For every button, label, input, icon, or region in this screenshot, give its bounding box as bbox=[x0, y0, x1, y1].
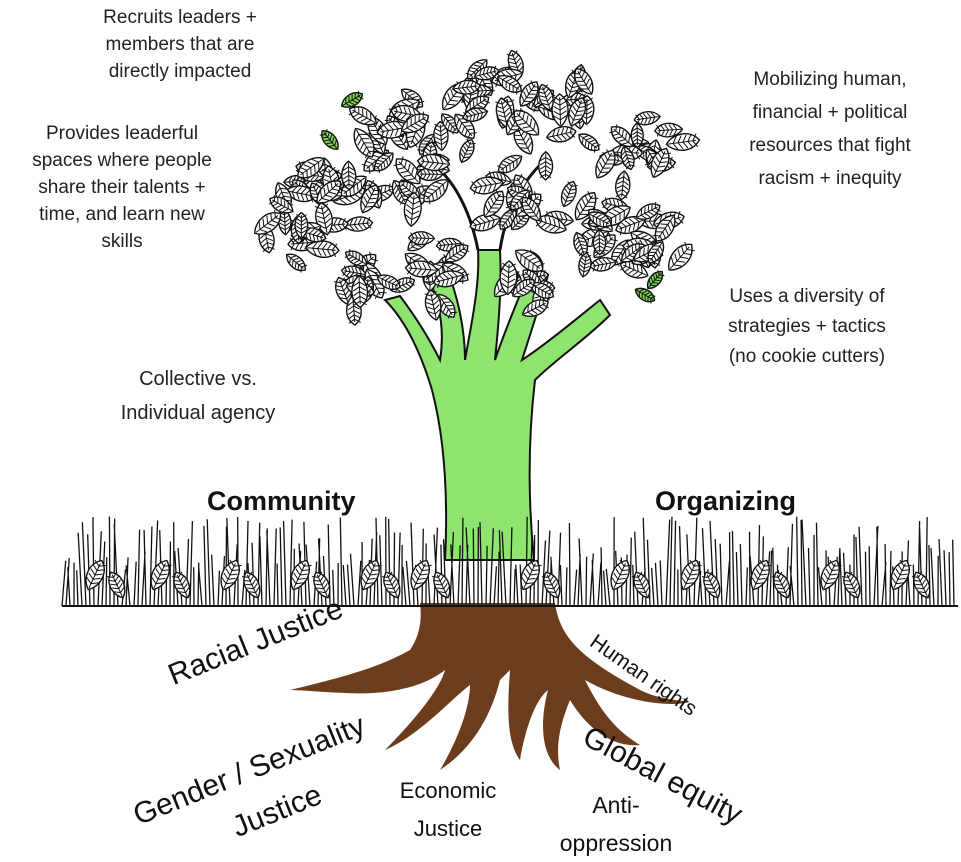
label-diversity-line2: strategies + tactics bbox=[687, 312, 927, 342]
label-diversity-line3: (no cookie cutters) bbox=[687, 342, 927, 372]
label-recruits-line1: Recruits leaders + bbox=[60, 4, 300, 31]
leaf bbox=[575, 130, 602, 155]
leaf bbox=[283, 250, 309, 274]
root-economic-justice: Economic Justice bbox=[378, 772, 518, 848]
root-anti-line1: Anti- bbox=[546, 786, 686, 824]
label-recruits-line2: members that are bbox=[60, 31, 300, 58]
leaf bbox=[406, 557, 434, 593]
label-leaderful-line2: spaces where people bbox=[2, 147, 242, 174]
canopy-leaves bbox=[250, 48, 701, 325]
leaf bbox=[545, 124, 577, 145]
leaf bbox=[380, 569, 404, 600]
leaf bbox=[318, 127, 342, 153]
leaf bbox=[558, 179, 580, 209]
trunk bbox=[385, 165, 610, 560]
label-collective: Collective vs. Individual agency bbox=[78, 362, 318, 430]
leaf bbox=[644, 268, 666, 292]
leaf bbox=[614, 170, 631, 200]
label-leaderful-line5: skills bbox=[2, 228, 242, 255]
label-mobilizing-line3: resources that fight bbox=[710, 129, 950, 162]
root-economic-line1: Economic bbox=[378, 772, 518, 810]
label-leaderful-line1: Provides leaderful bbox=[2, 120, 242, 147]
leaf bbox=[663, 239, 698, 275]
label-leaderful: Provides leaderful spaces where people s… bbox=[2, 120, 242, 255]
root-economic-line2: Justice bbox=[378, 810, 518, 848]
label-mobilizing-line2: financial + political bbox=[710, 96, 950, 129]
label-recruits-line3: directly impacted bbox=[60, 58, 300, 85]
label-mobilizing-line4: racism + inequity bbox=[710, 162, 950, 195]
label-leaderful-line4: time, and learn new bbox=[2, 201, 242, 228]
label-diversity: Uses a diversity of strategies + tactics… bbox=[687, 282, 927, 372]
leaf bbox=[456, 137, 477, 165]
label-mobilizing: Mobilizing human, financial + political … bbox=[710, 63, 950, 195]
label-recruits: Recruits leaders + members that are dire… bbox=[60, 4, 300, 85]
label-leaderful-line3: share their talents + bbox=[2, 174, 242, 201]
heading-community: Community bbox=[207, 486, 356, 517]
leaf bbox=[539, 152, 553, 180]
label-mobilizing-line1: Mobilizing human, bbox=[710, 63, 950, 96]
heading-organizing: Organizing bbox=[655, 486, 796, 517]
leaf bbox=[216, 557, 244, 593]
label-diversity-line1: Uses a diversity of bbox=[687, 282, 927, 312]
root-anti-oppression: Anti- oppression bbox=[546, 786, 686, 862]
root-anti-line2: oppression bbox=[546, 824, 686, 862]
leaf bbox=[295, 213, 308, 239]
label-collective-line1: Collective vs. bbox=[78, 362, 318, 396]
label-collective-line2: Individual agency bbox=[78, 396, 318, 430]
